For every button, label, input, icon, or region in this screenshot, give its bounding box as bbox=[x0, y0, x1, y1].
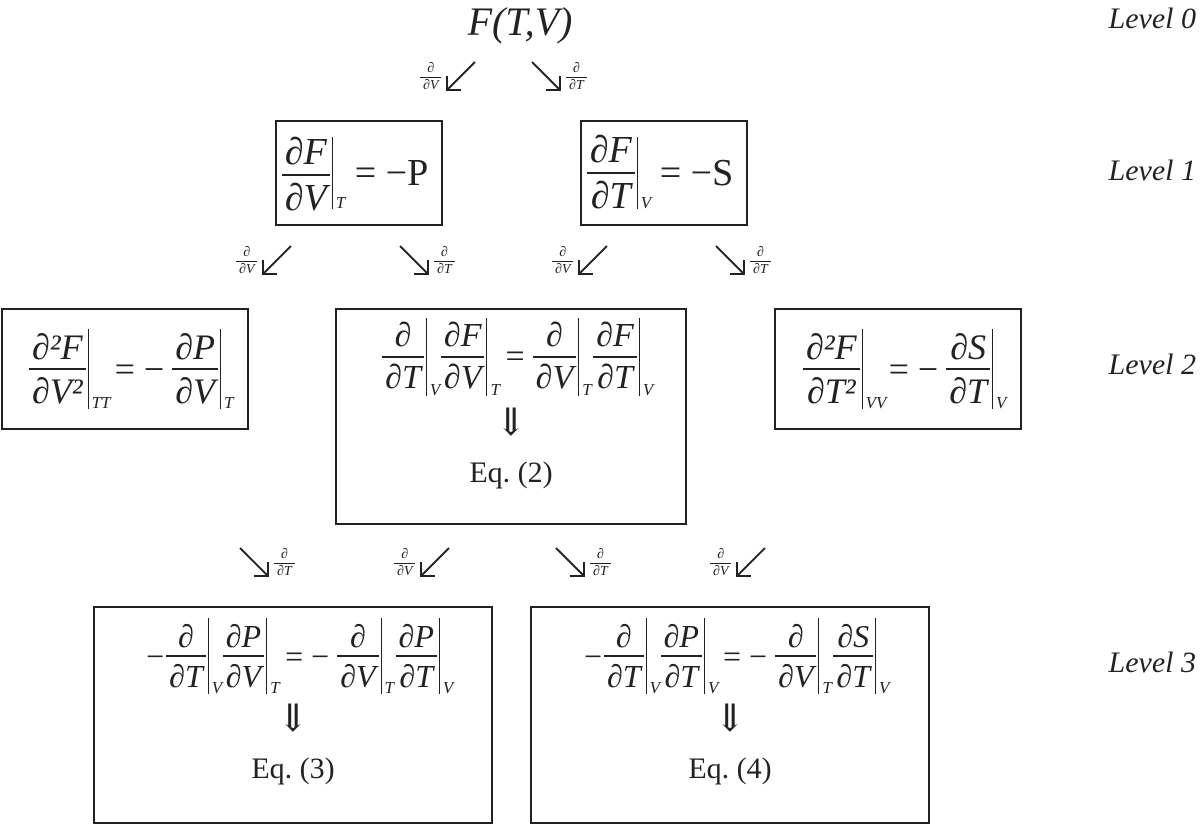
eq-ref-4: Eq. (4) bbox=[688, 752, 772, 785]
arrow-down-left-icon bbox=[578, 245, 609, 275]
box-d2F-dV2: ∂²F∂V² TT = − ∂P∂V T bbox=[1, 308, 249, 430]
arrow-down-left-icon bbox=[420, 547, 451, 577]
maxwell-4-equation: − ∂∂T V ∂P∂T V = − ∂∂V T ∂S∂T V bbox=[583, 618, 890, 697]
eq-ref-2: Eq. (2) bbox=[469, 456, 553, 489]
arrow-down-right-icon bbox=[531, 61, 561, 91]
level-label-3: Level 3 bbox=[1108, 646, 1196, 679]
op-d-dT-1b: ∂∂T bbox=[396, 242, 455, 280]
level-label-1: Level 1 bbox=[1108, 154, 1196, 187]
op-d-dV-1a: ∂∂V bbox=[236, 242, 295, 280]
level-label-2: Level 2 bbox=[1108, 348, 1196, 381]
box-maxwell-2: ∂∂T V ∂F∂V T = ∂∂V T ∂F∂T V ⇓ Eq. (2) bbox=[335, 308, 687, 525]
arrow-down-right-icon bbox=[399, 245, 429, 275]
box-dF-dT: ∂F∂T V = −S bbox=[580, 120, 748, 226]
box-dF-dV: ∂F∂V T = −P bbox=[275, 120, 443, 226]
op-d-dT-2a: ∂∂T bbox=[236, 544, 295, 582]
implies-arrow-icon: ⇓ bbox=[277, 698, 309, 740]
implies-arrow-icon: ⇓ bbox=[714, 698, 746, 740]
maxwell-2-equation: ∂∂T V ∂F∂V T = ∂∂V T ∂F∂T V bbox=[337, 318, 685, 399]
op-d-dV-2b: ∂∂V bbox=[394, 544, 453, 582]
op-d-dV-2d: ∂∂V bbox=[710, 544, 769, 582]
arrow-down-left-icon bbox=[262, 245, 293, 275]
arrow-down-left-icon bbox=[736, 547, 767, 577]
op-d-dT-0: ∂∂T bbox=[528, 58, 587, 96]
arrow-down-right-icon bbox=[239, 547, 269, 577]
arrow-down-left-icon bbox=[446, 61, 477, 91]
maxwell-3-equation: − ∂∂T V ∂P∂V T = − ∂∂V T ∂P∂T V bbox=[146, 618, 454, 697]
box-maxwell-3: − ∂∂T V ∂P∂V T = − ∂∂V T ∂P∂T V ⇓ Eq. (3… bbox=[93, 606, 493, 824]
root-function: F(T,V) bbox=[467, 0, 573, 44]
op-d-dV-1c: ∂∂V bbox=[552, 242, 611, 280]
op-d-dV-0: ∂∂V bbox=[420, 58, 479, 96]
level-label-0: Level 0 bbox=[1108, 2, 1196, 35]
op-d-dT-2c: ∂∂T bbox=[552, 544, 611, 582]
box-maxwell-4: − ∂∂T V ∂P∂T V = − ∂∂V T ∂S∂T V ⇓ Eq. (4… bbox=[530, 606, 930, 824]
box-d2F-dT2: ∂²F∂T² VV = − ∂S∂T V bbox=[774, 308, 1022, 430]
op-d-dT-1d: ∂∂T bbox=[712, 242, 771, 280]
implies-arrow-icon: ⇓ bbox=[495, 402, 527, 444]
eq-ref-3: Eq. (3) bbox=[251, 752, 335, 785]
arrow-down-right-icon bbox=[555, 547, 585, 577]
arrow-down-right-icon bbox=[715, 245, 745, 275]
